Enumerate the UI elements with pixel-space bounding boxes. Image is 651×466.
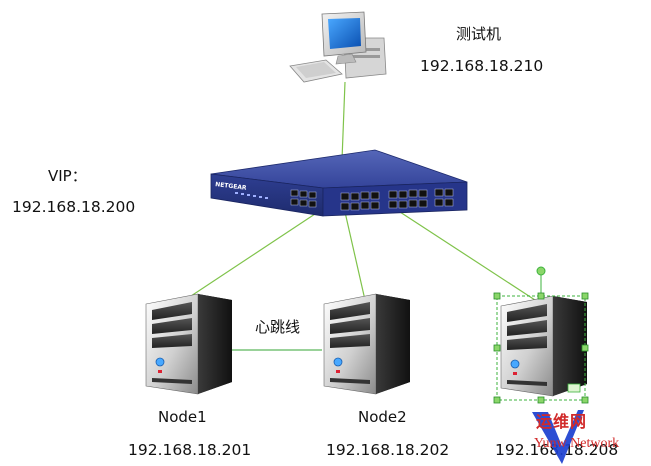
node2-label: Node2 (358, 408, 407, 426)
vip-label: VIP： (48, 167, 87, 185)
rotate-handle[interactable] (536, 266, 546, 276)
computer-icon (289, 11, 387, 83)
watermark-title: 运维网 (536, 412, 588, 431)
selection-box[interactable] (488, 262, 594, 406)
node1-label: Node1 (158, 408, 207, 426)
watermark: 运维网 Yunw Network (528, 406, 651, 466)
resize-handles[interactable] (493, 292, 589, 404)
server-icon-node2 (323, 293, 411, 395)
heartbeat-label: 心跳线 (255, 318, 301, 336)
server-icon-node1 (145, 293, 233, 395)
link-switch-node3 (399, 211, 536, 301)
vip-ip: 192.168.18.200 (12, 198, 136, 216)
switch-ports (290, 188, 454, 211)
watermark-subtitle: Yunw Network (534, 436, 620, 451)
switch-brand: NETGEAR (215, 181, 247, 192)
test-machine-label: 测试机 (456, 25, 502, 43)
node1-ip: 192.168.18.201 (128, 441, 252, 459)
node2-ip: 192.168.18.202 (326, 441, 450, 459)
watermark-v-logo-icon (532, 410, 584, 464)
network-switch-icon: NETGEAR (210, 149, 468, 217)
test-machine-ip: 192.168.18.210 (420, 57, 544, 75)
link-switch-node2 (344, 211, 366, 301)
link-switch-node1 (184, 211, 319, 301)
